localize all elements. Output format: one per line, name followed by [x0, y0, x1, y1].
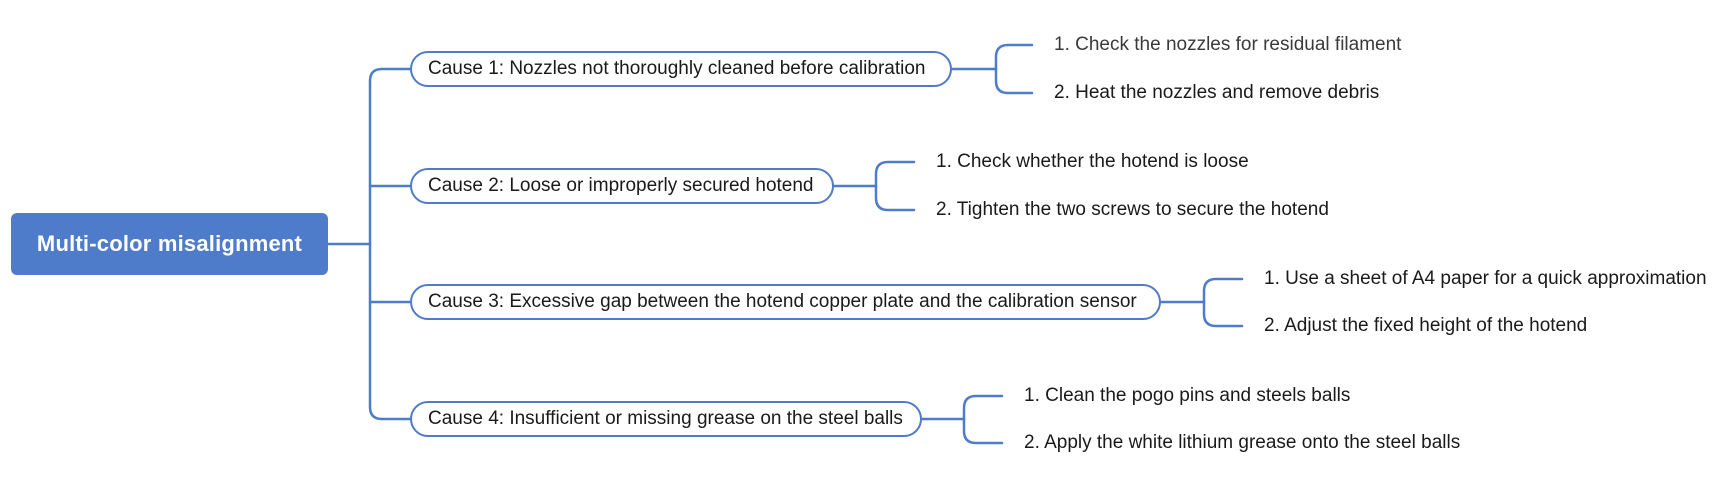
cause-1-node: Cause 1: Nozzles not thoroughly cleaned …: [410, 51, 952, 87]
cause-1-label: Cause 1: Nozzles not thoroughly cleaned …: [428, 58, 926, 79]
root-topic-label: Multi-color misalignment: [36, 231, 303, 256]
cause-1-step-1: 1. Check the nozzles for residual filame…: [1054, 34, 1402, 55]
cause-3-step-2: 2. Adjust the fixed height of the hotend: [1264, 315, 1588, 336]
cause-4-node: Cause 4: Insufficient or missing grease …: [410, 401, 922, 437]
cause-3-label: Cause 3: Excessive gap between the hoten…: [428, 291, 1137, 312]
cause-4-step-2: 2. Apply the white lithium grease onto t…: [1024, 432, 1461, 453]
cause-3-node: Cause 3: Excessive gap between the hoten…: [410, 284, 1161, 320]
root-topic: Multi-color misalignment: [11, 213, 328, 275]
cause-2-step-1: 1. Check whether the hotend is loose: [936, 151, 1249, 172]
cause-2-label: Cause 2: Loose or improperly secured hot…: [428, 175, 814, 196]
cause-4-step-1: 1. Clean the pogo pins and steels balls: [1024, 385, 1351, 406]
cause-2-node: Cause 2: Loose or improperly secured hot…: [410, 168, 834, 204]
cause-4-label: Cause 4: Insufficient or missing grease …: [428, 408, 903, 429]
cause-1-step-2: 2. Heat the nozzles and remove debris: [1054, 82, 1380, 103]
cause-2-step-2: 2. Tighten the two screws to secure the …: [936, 199, 1329, 220]
cause-3-step-1: 1. Use a sheet of A4 paper for a quick a…: [1264, 268, 1707, 289]
